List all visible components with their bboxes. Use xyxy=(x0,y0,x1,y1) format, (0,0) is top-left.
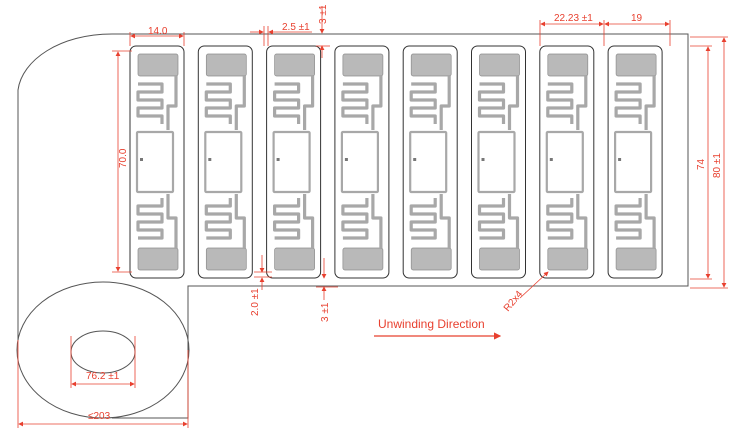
dim-pitch: 22.23 ±1 xyxy=(554,13,593,24)
dim-pitch-width: 19 xyxy=(631,13,643,24)
rfid-tag xyxy=(539,45,595,279)
rfid-tag xyxy=(402,45,458,279)
rfid-tag xyxy=(607,45,663,279)
dim-tag-height: 70.0 xyxy=(118,148,129,168)
rfid-tag xyxy=(334,45,390,279)
unwinding-direction-label: Unwinding Direction xyxy=(378,317,485,331)
dim-liner-inner: 74 xyxy=(696,158,707,170)
dim-core-diameter: 76.2 ±1 xyxy=(86,371,120,382)
rfid-tag xyxy=(197,45,253,279)
roll xyxy=(16,33,689,419)
dim-roll-diameter: ≤203 xyxy=(88,411,111,422)
dim-corner-radius: R2x4 xyxy=(502,289,526,314)
rfid-tags xyxy=(129,45,663,279)
rfid-tag xyxy=(266,45,322,279)
dim-gap: 2.5 ±1 xyxy=(282,22,310,33)
dimension-lines xyxy=(17,6,728,428)
roll-core xyxy=(70,330,136,374)
dim-bottom-gap: 2.0 ±1 xyxy=(250,288,261,316)
dim-edge-bottom: 3 ±1 xyxy=(320,302,331,322)
dim-edge-top: 3 ±1 xyxy=(318,4,329,24)
dim-liner-outer: 80 ±1 xyxy=(712,153,723,178)
rfid-tag xyxy=(129,45,185,279)
rfid-tag xyxy=(471,45,526,279)
dim-tag-width: 14.0 xyxy=(148,26,168,37)
